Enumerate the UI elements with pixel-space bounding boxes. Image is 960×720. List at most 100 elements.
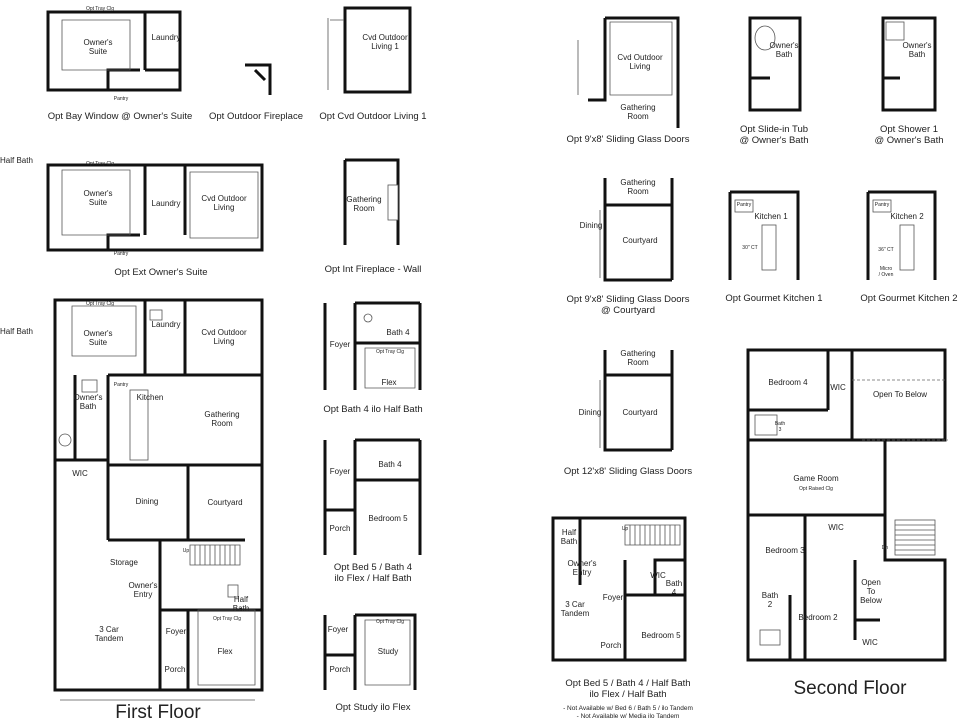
option-int-fireplace [343,158,400,245]
option-0-room-0: Opt Tray Clg [86,6,114,12]
option-13-room-3: Micro/ Oven [879,266,894,278]
first-floor-room-porch: Porch [165,665,186,674]
second-floor-room-bedroom4: Bedroom 4 [768,378,808,387]
option-13-room-2: 36" CT [878,247,893,253]
first-floor-title: First Floor [115,702,201,720]
option-5-room-3: Flex [381,378,396,387]
option-0-room-2: Laundry [152,33,181,42]
first-floor-room-tray: Opt Tray Clg [86,301,114,307]
second-floor-title: Second Floor [793,678,907,699]
option-12-room-2: 30" CT [742,245,757,251]
option-12-room-0: Pantry [737,202,752,208]
first-floor-room-kitchen: Kitchen [137,393,164,402]
first-floor-room-flex-tray: Opt Tray Clg [213,616,241,622]
option-caption-5: Opt Bath 4 ilo Half Bath [323,404,422,415]
option-caption-14: Opt 12'x8' Sliding Glass Doors [564,466,692,477]
second-floor-plan [746,348,948,662]
option-shower-1 [881,16,937,112]
side-label-half-bath-2: Half Bath [0,327,33,336]
second-floor-room-wic-mid: WIC [828,523,844,532]
option-6-room-2: Bedroom 5 [368,514,408,523]
option-sliding-doors [577,16,680,128]
first-floor-room-foyer: Foyer [166,627,187,636]
second-floor-room-wic-bottom: WIC [862,638,878,647]
second-floor-room-bedroom3: Bedroom 3 [765,546,805,555]
option-caption-11: Opt 9'x8' Sliding Glass Doors@ Courtyard [567,294,690,316]
first-floor-plan [53,298,264,701]
option-15-room-8: Porch [601,641,622,650]
option-caption-7: Opt Study ilo Flex [336,702,411,713]
option-6-room-1: Bath 4 [378,460,402,469]
option-caption-9: Opt Slide-in Tub@ Owner's Bath [739,124,808,146]
option-ext-owners-suite [46,163,264,252]
second-floor-room-wic-top: WIC [830,383,846,392]
option-11-room-1: Dining [580,221,603,230]
option-7-room-1: Opt Tray Clg [376,619,404,625]
first-floor-room-storage: Storage [110,558,139,567]
option-3-room-2: Laundry [152,199,181,208]
option-bed5-bath4-halfbath [551,516,687,662]
option-3-room-0: Opt Tray Clg [86,161,114,167]
option-14-room-1: Dining [579,408,602,417]
first-floor-room-laundry: Laundry [152,320,181,329]
second-floor-room-bedroom2: Bedroom 2 [798,613,838,622]
option-caption-8: Opt 9'x8' Sliding Glass Doors [567,134,690,145]
first-floor-room-up: Up [183,548,190,554]
option-11-room-2: Courtyard [622,236,657,245]
option-caption-4: Opt Int Fireplace - Wall [325,264,422,275]
option-12ft-sliding-doors [599,350,674,452]
first-floor-room-wic: WIC [72,469,88,478]
option-3-room-4: Pantry [114,251,129,257]
option-13-room-0: Pantry [875,202,890,208]
option-14-room-2: Courtyard [622,408,657,417]
option-sliding-doors-courtyard [599,178,674,282]
option-caption-3: Opt Ext Owner's Suite [114,267,207,278]
second-floor-room-game-room: Game Room [793,474,839,483]
option-0-room-3: Pantry [114,96,129,102]
option-12-room-1: Kitchen 1 [754,212,788,221]
option-15-room-1: Up [622,526,629,532]
option-study [323,613,417,690]
option-15-room-5: WIC [650,571,666,580]
option-outdoor-fireplace [245,63,272,95]
option-note-15: - Not Available w/ Bed 6 / Bath 5 / ilo … [563,705,693,720]
option-gourmet-kitchen-1 [728,190,800,280]
second-floor-room-open-to-below: Open To Below [873,390,927,399]
option-caption-0: Opt Bay Window @ Owner's Suite [48,111,193,122]
option-5-room-0: Foyer [330,340,351,349]
option-7-room-2: Study [378,647,398,656]
option-7-room-0: Foyer [328,625,349,634]
option-slide-in-tub [748,16,802,112]
option-gourmet-kitchen-2 [866,190,937,280]
option-15-room-7: Bedroom 5 [641,631,681,640]
first-floor-room-dining: Dining [136,497,159,506]
option-bath4-ilo-half [323,301,422,390]
option-7-room-3: Porch [330,665,351,674]
first-floor-room-flex: Flex [217,647,232,656]
